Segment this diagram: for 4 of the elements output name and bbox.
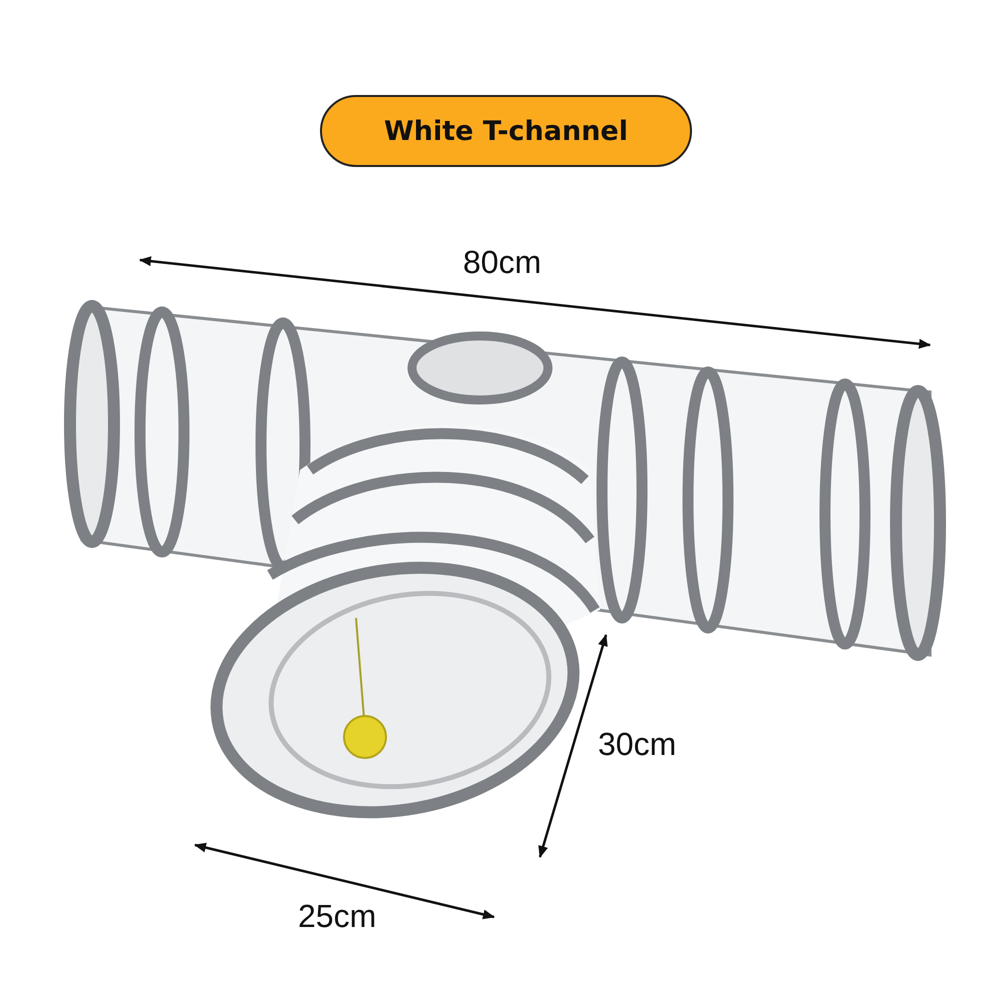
dimension-label: 30cm bbox=[598, 726, 676, 763]
dimension-label: 25cm bbox=[298, 898, 376, 935]
dimension-label: 80cm bbox=[463, 244, 542, 281]
title-badge: White T-channel bbox=[320, 95, 692, 167]
